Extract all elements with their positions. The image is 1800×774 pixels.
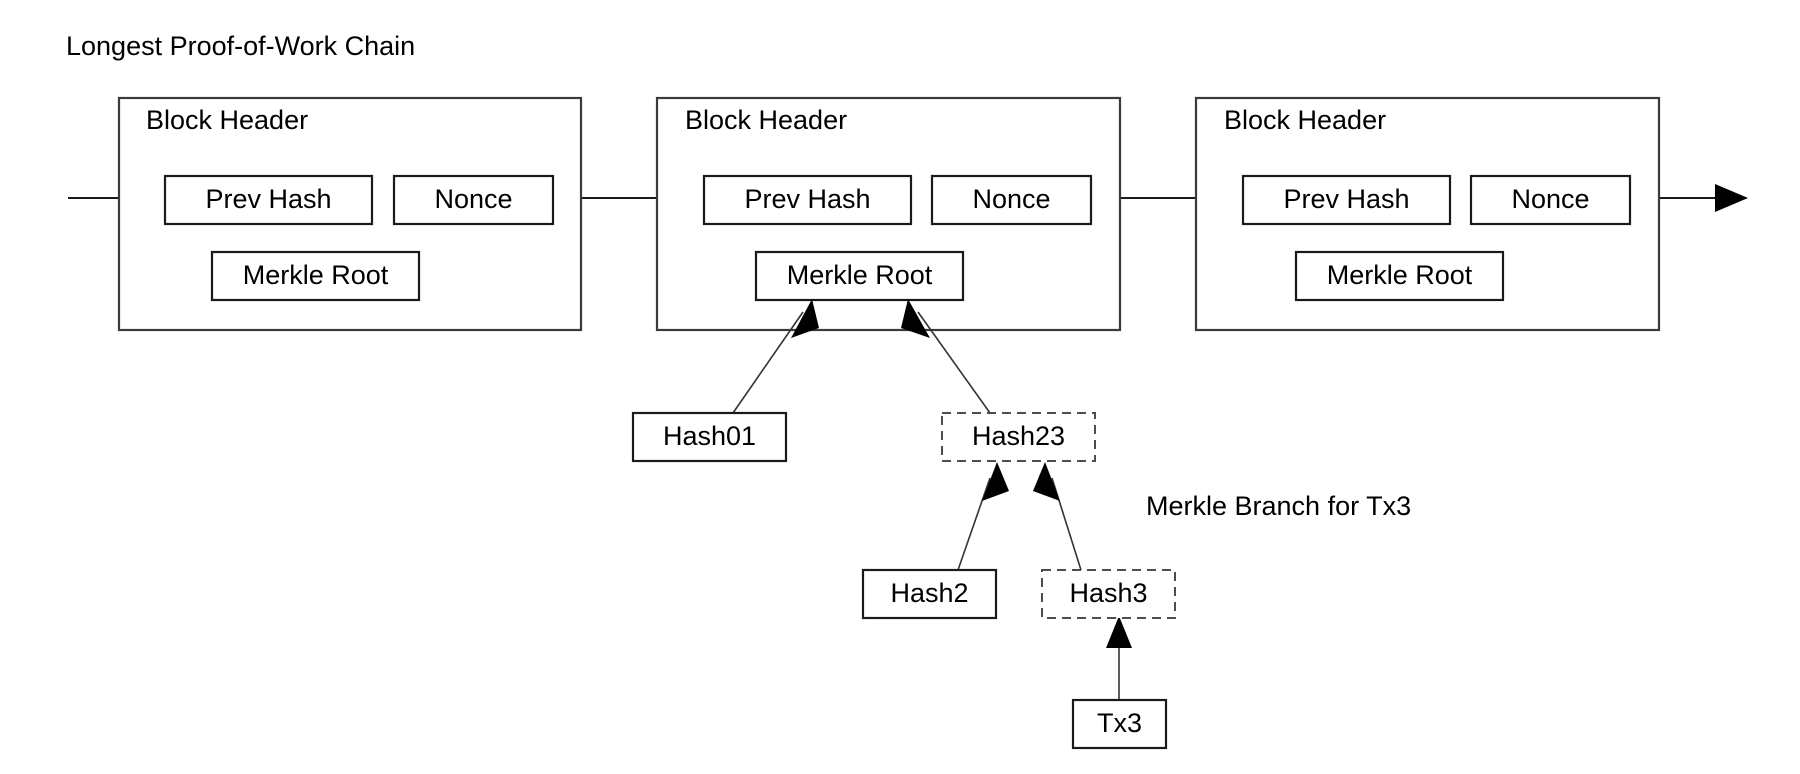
chain-outbound-connector [1660, 184, 1748, 212]
merkle-node-hash3[interactable]: Hash3 [1041, 569, 1176, 619]
merkle-branch-annotation: Merkle Branch for Tx3 [1146, 491, 1411, 521]
block-1-prev-hash-box[interactable] [163, 174, 374, 226]
merkle-node-hash23[interactable]: Hash23 [941, 412, 1096, 462]
block-3-prev-hash-box[interactable] [1241, 174, 1452, 226]
hash23-label: Hash23 [972, 421, 1065, 451]
block-3-merkle-root-label: Merkle Root [1327, 260, 1473, 290]
page-title: Longest Proof-of-Work Chain [66, 31, 415, 61]
block-1-nonce-box[interactable] [392, 174, 555, 226]
block-2-prev-hash-box[interactable] [702, 174, 913, 226]
arrow-up-right-icon [791, 299, 819, 338]
block-3-header-label: Block Header [1224, 105, 1386, 135]
merkle-node-hash01[interactable]: Hash01 [631, 411, 788, 463]
edge-hash01-to-merkle-root [732, 299, 819, 414]
merkle-node-hash2[interactable]: Hash2 [861, 568, 998, 620]
arrow-up-left-icon [901, 299, 930, 338]
edge-hash23-to-merkle-root [901, 299, 991, 414]
hash2-box[interactable] [861, 568, 998, 620]
block-2-header-label: Block Header [685, 105, 847, 135]
block-2[interactable]: Block Header Prev Hash Nonce Merkle Root [655, 96, 1122, 332]
block-1-header-label: Block Header [146, 105, 308, 135]
hash01-box[interactable] [631, 411, 788, 463]
edge-tx3-to-hash3 [1106, 616, 1132, 700]
arrow-up-left-icon [1033, 462, 1060, 501]
block-1-prev-hash-label: Prev Hash [205, 184, 331, 214]
block-2-merkle-root-box[interactable] [754, 250, 965, 302]
hash2-label: Hash2 [890, 578, 968, 608]
block-1-merkle-root-label: Merkle Root [243, 260, 389, 290]
block-1[interactable]: Block Header Prev Hash Nonce Merkle Root [117, 96, 583, 332]
block-3-nonce-label: Nonce [1511, 184, 1589, 214]
block-2-prev-hash-label: Prev Hash [744, 184, 870, 214]
hash23-box[interactable] [941, 412, 1096, 462]
arrow-up-icon [1106, 616, 1132, 648]
arrow-up-right-icon [982, 462, 1009, 501]
block-1-merkle-root-box[interactable] [210, 250, 421, 302]
edge-hash3-to-hash23 [1033, 462, 1082, 571]
block-2-nonce-label: Nonce [972, 184, 1050, 214]
block-2-nonce-box[interactable] [930, 174, 1093, 226]
merkle-node-tx3[interactable]: Tx3 [1071, 698, 1168, 750]
hash3-box[interactable] [1041, 569, 1176, 619]
block-1-nonce-label: Nonce [434, 184, 512, 214]
block-3[interactable]: Block Header Prev Hash Nonce Merkle Root [1194, 96, 1661, 332]
block-3-prev-hash-label: Prev Hash [1283, 184, 1409, 214]
tx3-label: Tx3 [1097, 708, 1142, 738]
block-3-merkle-root-box[interactable] [1294, 250, 1505, 302]
hash01-label: Hash01 [663, 421, 756, 451]
block-2-merkle-root-label: Merkle Root [787, 260, 933, 290]
hash3-label: Hash3 [1069, 578, 1147, 608]
tx3-box[interactable] [1071, 698, 1168, 750]
arrow-right-icon [1715, 184, 1748, 212]
block-3-nonce-box[interactable] [1469, 174, 1632, 226]
edge-hash2-to-hash23 [957, 462, 1009, 571]
